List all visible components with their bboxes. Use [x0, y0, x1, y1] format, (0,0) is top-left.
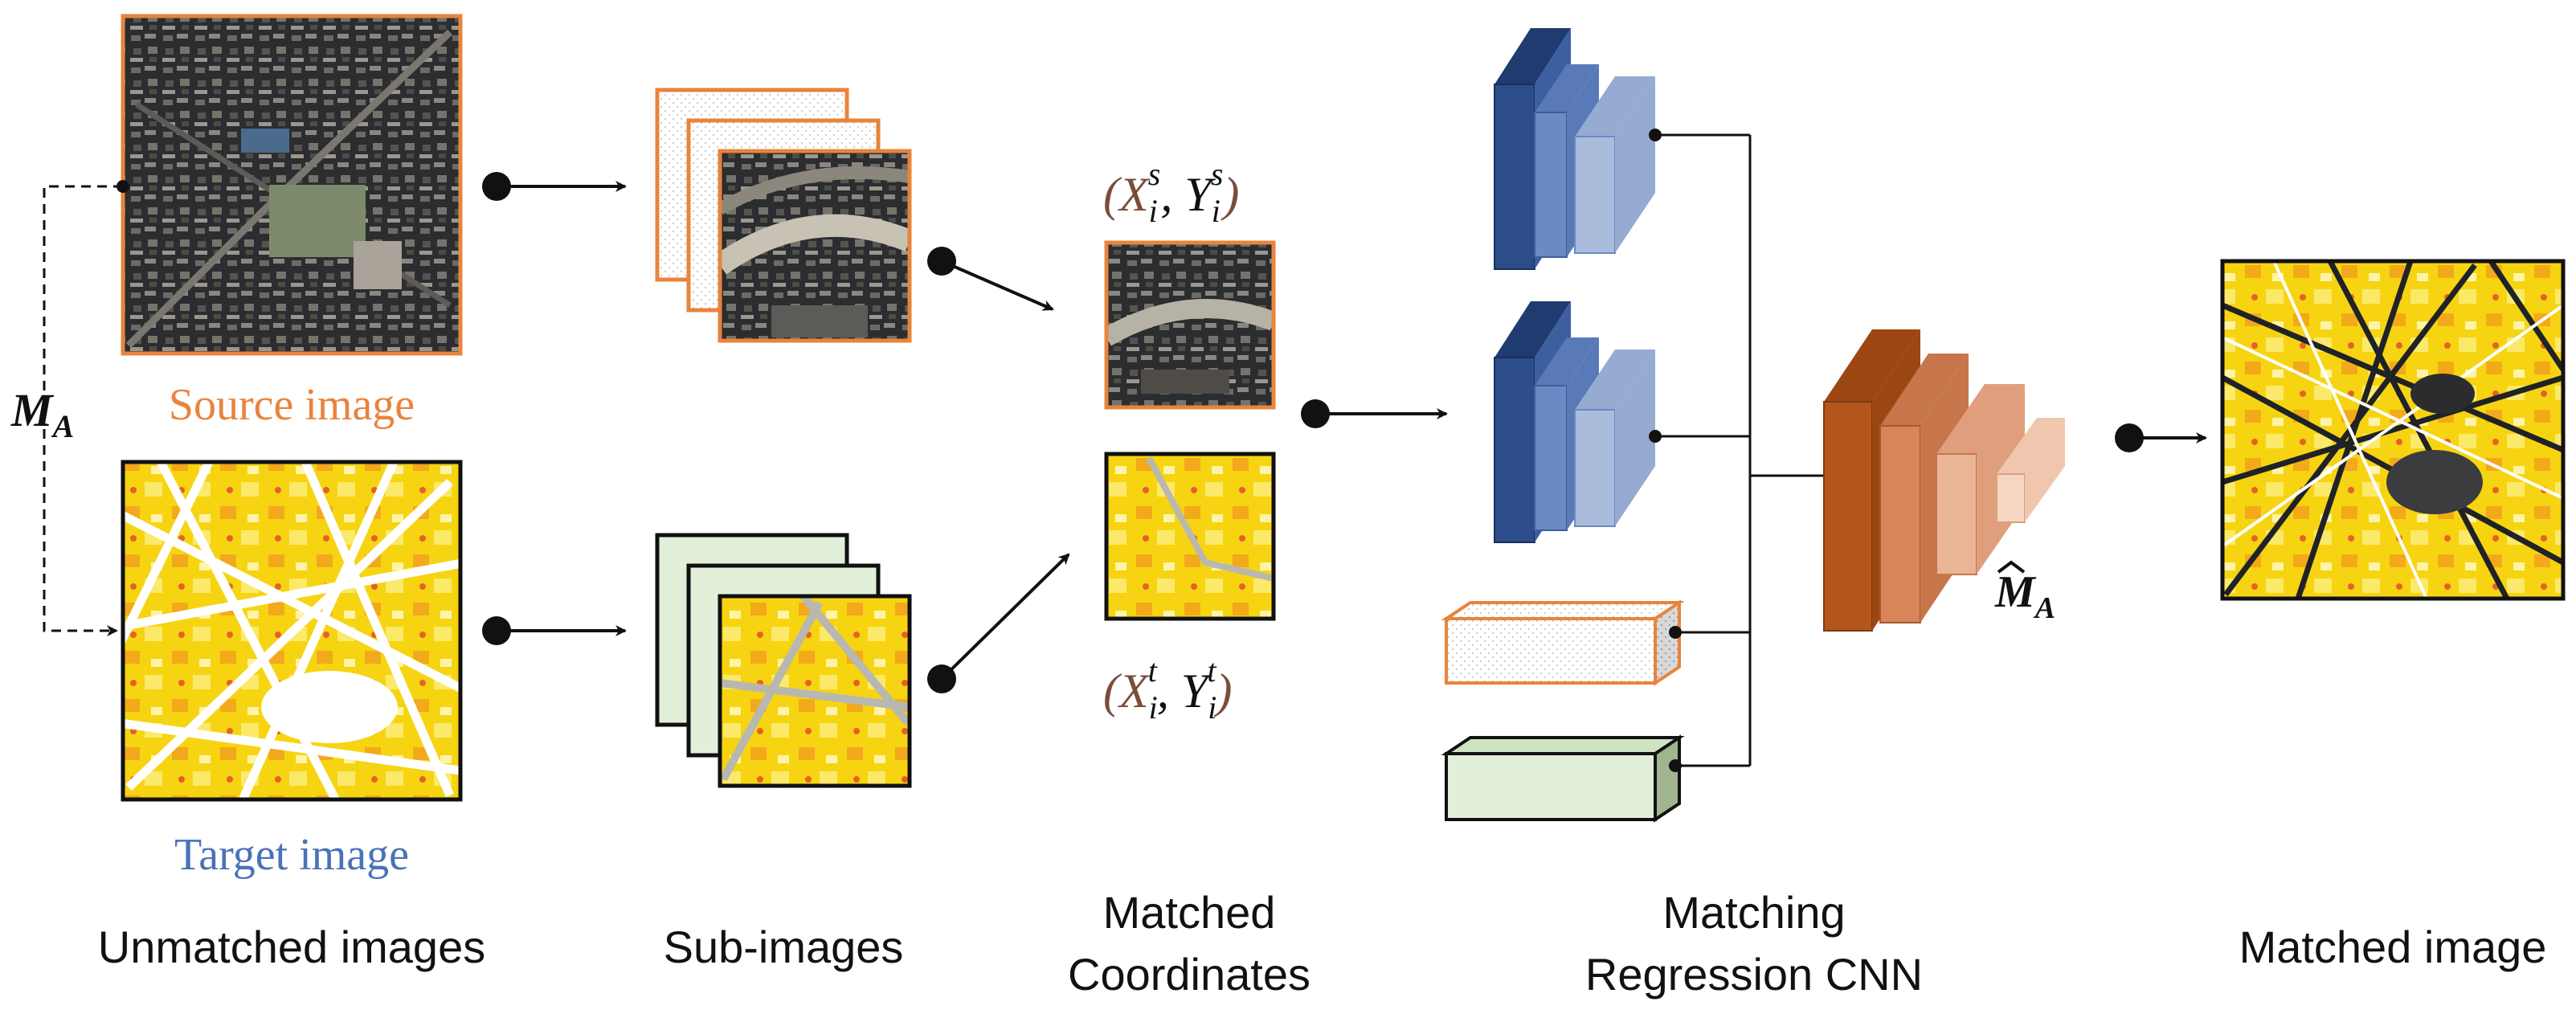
source-subimage-stack [655, 88, 912, 343]
regression-network [1823, 329, 2065, 632]
source-coordinate-label: (Xis, Yis) [1103, 156, 1239, 229]
target-subimage-to-coords-arrow [927, 553, 1070, 693]
source-subimage-to-coords-arrow [927, 247, 1054, 311]
caption-matched-coordinates-line1: Matched [1103, 887, 1276, 938]
source-image [121, 14, 463, 356]
matched-source-patch [1104, 240, 1276, 410]
caption-sub-images: Sub-images [664, 922, 904, 972]
target-feature-extractor [1494, 301, 1655, 543]
caption-matched-image: Matched image [2239, 922, 2547, 972]
target-to-subimages-arrow [482, 616, 627, 645]
caption-matched-coordinates-line2: Coordinates [1068, 949, 1310, 1000]
target-image [121, 460, 463, 802]
ma-transform-link [43, 180, 129, 636]
cnn-to-output-arrow [2115, 423, 2207, 452]
matched-image [2220, 259, 2566, 601]
caption-unmatched-images: Unmatched images [98, 922, 485, 972]
source-image-label: Source image [169, 380, 415, 430]
connector-dots [1649, 129, 1682, 772]
ma-label: MA [10, 384, 74, 444]
caption-cnn-line2: Regression CNN [1585, 949, 1923, 1000]
source-coordinate-vector [1441, 599, 1685, 686]
target-image-label: Target image [174, 830, 409, 880]
target-subimage-stack [655, 533, 912, 788]
target-coordinate-vector [1441, 734, 1685, 823]
ma-hat-label: MA [1994, 567, 2055, 625]
feature-fusion-connectors [1655, 133, 1824, 767]
target-coordinate-label: (Xit, Yit) [1103, 652, 1233, 726]
coords-to-cnn-arrow [1301, 399, 1448, 428]
matched-target-patch [1104, 452, 1276, 621]
source-to-subimages-arrow [482, 172, 627, 201]
caption-cnn-line1: Matching [1662, 887, 1845, 938]
source-feature-extractor [1494, 28, 1655, 270]
ma-hat-accent [1997, 560, 2026, 574]
